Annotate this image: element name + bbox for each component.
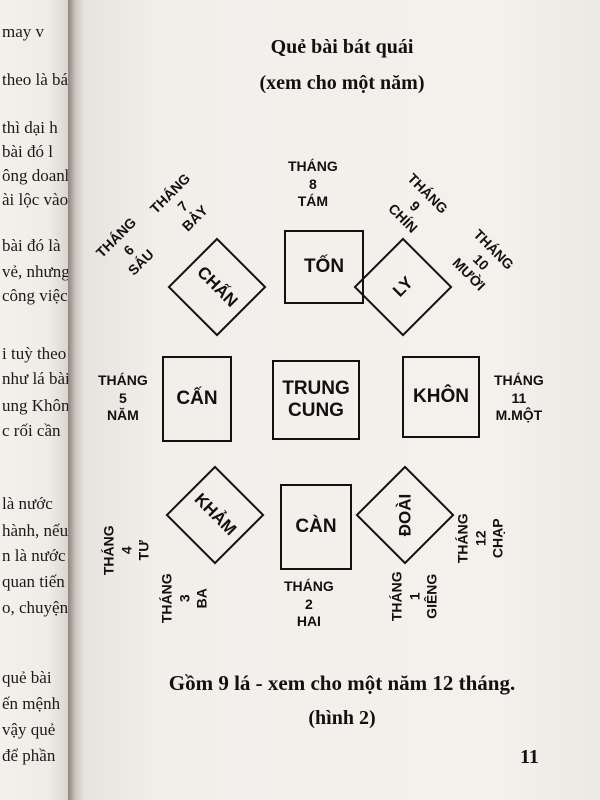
- page-title: Quẻ bài bát quái: [270, 36, 414, 58]
- month-label-4: THÁNG 4 TƯ: [101, 525, 154, 575]
- figure-label: (hình 2): [308, 707, 376, 729]
- month-name: CHẠP: [489, 518, 506, 559]
- card-kham: KHẢM: [165, 465, 265, 565]
- month-name: NĂM: [106, 407, 139, 423]
- card-doai: ĐOÀI: [355, 465, 455, 565]
- month-number: 5: [118, 389, 127, 406]
- month-label-2: THÁNG 2 HAI: [284, 578, 334, 631]
- card-trung-cung: TRUNG CUNG: [272, 360, 360, 440]
- book-page: [84, 0, 600, 800]
- facing-line: ung Khôn: [2, 396, 70, 415]
- card-label: CUNG: [288, 400, 344, 421]
- facing-line: theo là bá: [2, 70, 69, 89]
- month-word: THÁNG: [494, 372, 544, 388]
- month-name: BA: [193, 588, 210, 609]
- card-ton: TỐN: [284, 230, 364, 304]
- facing-line: thì dại h: [2, 118, 58, 137]
- facing-line: vậy quẻ: [2, 720, 56, 739]
- month-label-9: THÁNG 9 CHÍN: [379, 170, 451, 242]
- facing-line: như lá bài: [2, 369, 70, 388]
- month-word: THÁNG: [388, 571, 405, 622]
- month-number: 3: [176, 594, 193, 603]
- card-label: KHÔN: [413, 386, 469, 408]
- facing-line: ến mệnh: [2, 694, 61, 713]
- facing-line: bài đó là: [2, 236, 61, 255]
- card-chan: CHẤN: [167, 237, 267, 337]
- month-label-12: THÁNG 12 CHẠP: [455, 513, 508, 563]
- month-word: THÁNG: [98, 372, 148, 388]
- card-khon: KHÔN: [402, 356, 480, 438]
- facing-line: may v: [2, 22, 45, 41]
- month-number: 4: [118, 546, 135, 555]
- month-name: HAI: [296, 613, 321, 629]
- month-label-7: THÁNG 7 BẢY: [147, 170, 219, 242]
- month-label-5: THÁNG 5 NĂM: [98, 372, 148, 425]
- facing-line: i tuỳ theo: [2, 344, 67, 363]
- month-number: 1: [406, 592, 423, 601]
- bat-quai-diagram: TỐN CHẤN LY CẤN TRUNG CUNG KHÔN KHẢM CÀN…: [84, 140, 600, 660]
- facing-line: vẻ, nhưng: [2, 262, 70, 281]
- month-number: 2: [304, 595, 313, 612]
- month-name: TƯ: [135, 540, 152, 561]
- facing-line: quan tiến: [2, 572, 65, 591]
- card-label: LY: [388, 272, 417, 301]
- month-label-3: THÁNG 3 BA: [159, 573, 212, 623]
- month-label-6: THÁNG 6 SÁU: [93, 214, 165, 286]
- figure-caption: Gồm 9 lá - xem cho một năm 12 tháng.: [168, 671, 516, 695]
- month-word: THÁNG: [158, 573, 175, 624]
- month-name: GIÊNG: [423, 573, 440, 619]
- month-word: THÁNG: [284, 578, 334, 594]
- month-label-8: THÁNG 8 TÁM: [288, 158, 338, 211]
- page-subtitle: (xem cho một năm): [259, 72, 425, 94]
- card-label: CẤN: [176, 388, 218, 410]
- facing-line: hành, nếu: [2, 521, 69, 540]
- card-label: CÀN: [295, 516, 337, 538]
- facing-line: quẻ bài: [2, 668, 52, 687]
- facing-line: n là nước: [2, 546, 66, 565]
- card-label: CHẤN: [193, 262, 242, 311]
- facing-line: bài đó l: [2, 142, 53, 161]
- month-name: TÁM: [297, 193, 329, 209]
- facing-page: may v theo là bá thì dại h bài đó l ông …: [0, 0, 70, 800]
- card-can-heaven: CÀN: [280, 484, 352, 570]
- facing-line: công việc: [2, 286, 68, 305]
- facing-line: để phần: [2, 746, 56, 765]
- month-number: 12: [472, 530, 489, 547]
- card-label: ĐOÀI: [395, 493, 415, 537]
- month-number: 8: [308, 175, 317, 192]
- card-label: TỐN: [303, 256, 345, 278]
- facing-line: c rối cần: [2, 421, 61, 440]
- card-ly: LY: [353, 237, 453, 337]
- page-number: 11: [520, 746, 539, 768]
- month-label-11: THÁNG 11 M.MỘT: [494, 372, 544, 425]
- month-word: THÁNG: [100, 525, 117, 576]
- month-label-10: THÁNG 10 MƯỜI: [445, 226, 517, 298]
- month-word: THÁNG: [454, 513, 471, 564]
- facing-line: o, chuyện: [2, 598, 69, 617]
- facing-line: là nước: [2, 494, 53, 513]
- card-label: TRUNG: [282, 378, 350, 400]
- month-label-1: THÁNG 1 GIÊNG: [389, 571, 442, 621]
- month-number: 11: [511, 389, 527, 406]
- facing-line: ài lộc vào: [2, 190, 69, 209]
- month-word: THÁNG: [288, 158, 338, 174]
- book-gutter: [68, 0, 86, 800]
- card-can-mountain: CẤN: [162, 356, 232, 442]
- month-name: M.MỘT: [495, 407, 543, 423]
- card-label: KHẢM: [190, 490, 240, 540]
- facing-line: ông doanh: [2, 166, 70, 185]
